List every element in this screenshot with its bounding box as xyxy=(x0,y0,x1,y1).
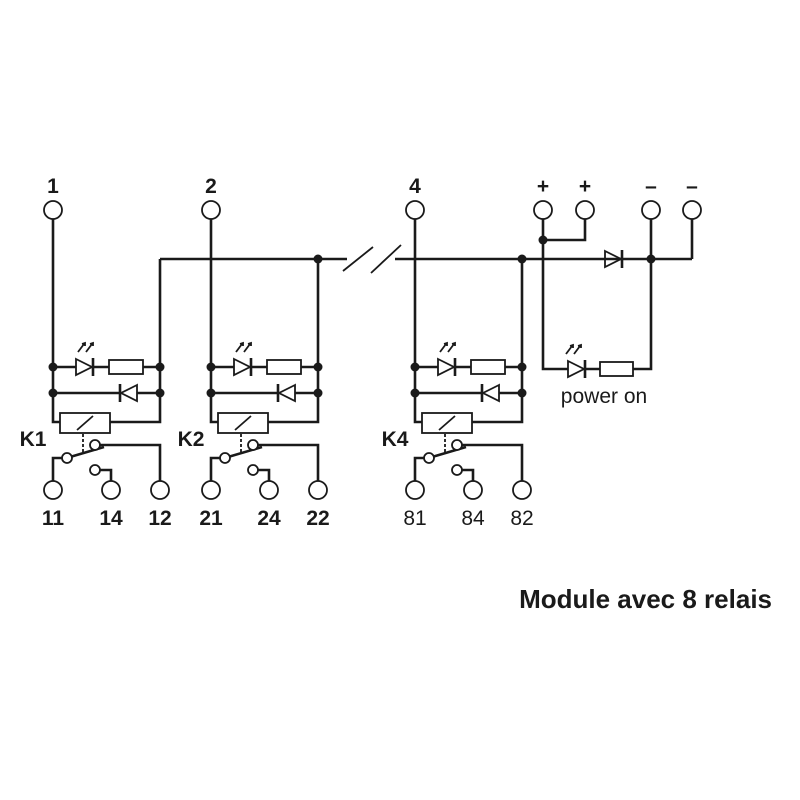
relay-name-label: K2 xyxy=(178,428,205,451)
minus-label: – xyxy=(686,175,698,198)
resistor-icon xyxy=(470,359,506,375)
changeover-contact-icon xyxy=(423,439,463,476)
power-on-label: power on xyxy=(561,385,647,408)
resistor-icon xyxy=(266,359,302,375)
power-resistor-icon xyxy=(599,361,634,377)
freewheel-diode-icon xyxy=(480,383,500,403)
terminal-label: 12 xyxy=(148,507,171,530)
input-label: 2 xyxy=(205,175,217,198)
relay-name-label: K1 xyxy=(20,428,47,451)
freewheel-diode-icon xyxy=(118,383,138,403)
terminal-22[interactable] xyxy=(308,480,328,500)
changeover-contact-icon xyxy=(219,439,259,476)
input-label: 4 xyxy=(409,175,421,198)
terminal-label: 81 xyxy=(403,507,426,530)
resistor-icon xyxy=(108,359,144,375)
relay-channel-k4: 81 84 82 4K4 xyxy=(382,175,534,530)
changeover-contact-icon xyxy=(61,439,101,476)
common-bus xyxy=(160,244,692,274)
diagram-title: Module avec 8 relais xyxy=(519,584,772,614)
power-led-icon xyxy=(565,343,587,379)
relay-name-label: K4 xyxy=(382,428,409,451)
minus-label: – xyxy=(645,175,657,198)
terminal-label: 14 xyxy=(99,507,123,530)
status-led-icon xyxy=(75,341,95,377)
terminal-label: 21 xyxy=(199,507,223,530)
terminal-14[interactable] xyxy=(101,480,121,500)
status-led-icon xyxy=(437,341,457,377)
terminal-12[interactable] xyxy=(150,480,170,500)
terminal-minus-1[interactable] xyxy=(641,200,661,220)
relay-channel-k1: 11 14 12 1K1 xyxy=(20,175,172,530)
terminal-24[interactable] xyxy=(259,480,279,500)
freewheel-diode-icon xyxy=(276,383,296,403)
terminal-minus-2[interactable] xyxy=(682,200,702,220)
terminal-81[interactable] xyxy=(405,480,425,500)
terminal-label: 84 xyxy=(461,507,485,530)
supply-section: + + – – power on xyxy=(533,175,702,408)
terminal-label: 11 xyxy=(42,507,65,530)
terminal-input-4[interactable] xyxy=(405,200,425,220)
terminal-label: 22 xyxy=(306,507,329,530)
terminal-label: 82 xyxy=(510,507,533,530)
terminal-plus-2[interactable] xyxy=(575,200,595,220)
relay-coil-icon xyxy=(217,412,269,434)
terminal-label: 24 xyxy=(257,507,281,530)
terminal-input-2[interactable] xyxy=(201,200,221,220)
reverse-protection-diode-icon xyxy=(604,249,624,269)
terminal-84[interactable] xyxy=(463,480,483,500)
terminal-plus-1[interactable] xyxy=(533,200,553,220)
input-label: 1 xyxy=(47,175,59,198)
plus-label: + xyxy=(537,175,549,198)
terminal-11[interactable] xyxy=(43,480,63,500)
terminal-21[interactable] xyxy=(201,480,221,500)
plus-label: + xyxy=(579,175,591,198)
relay-coil-icon xyxy=(421,412,473,434)
terminal-input-1[interactable] xyxy=(43,200,63,220)
status-led-icon xyxy=(233,341,253,377)
relay-coil-icon xyxy=(59,412,111,434)
terminal-82[interactable] xyxy=(512,480,532,500)
